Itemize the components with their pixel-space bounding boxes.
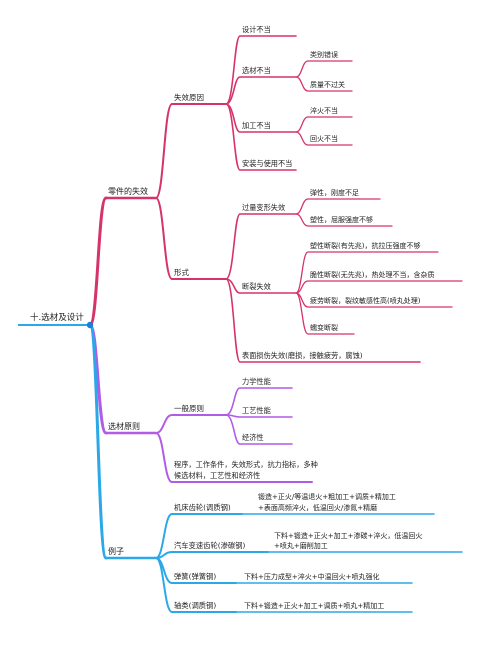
node-examples[interactable]: 例子 bbox=[108, 546, 124, 556]
root-node[interactable]: 十.选材及设计 bbox=[18, 312, 94, 329]
root-dot bbox=[86, 321, 94, 329]
node-wrong-category[interactable]: 类别错误 bbox=[310, 50, 338, 59]
node-failure-causes[interactable]: 失效原因 bbox=[174, 92, 204, 102]
node-improper-install[interactable]: 安装与使用不当 bbox=[242, 159, 292, 168]
node-creep-fracture[interactable]: 蠕变断裂 bbox=[310, 323, 338, 332]
node-improper-processing[interactable]: 加工不当 bbox=[242, 121, 271, 130]
node-fracture[interactable]: 断裂失效 bbox=[242, 282, 271, 291]
node-spring[interactable]: 弹簧(弹簧钢) bbox=[174, 572, 216, 581]
node-car-process-line2[interactable]: +喷丸+磨削加工 bbox=[274, 541, 328, 550]
node-improper-temper[interactable]: 回火不当 bbox=[310, 134, 338, 143]
node-shaft[interactable]: 轴类(调质钢) bbox=[174, 601, 216, 610]
node-improper-design[interactable]: 设计不当 bbox=[242, 25, 271, 34]
node-improper-quench[interactable]: 淬火不当 bbox=[310, 106, 338, 115]
node-fatigue-fracture[interactable]: 疲劳断裂，裂纹敏感性高(喷丸处理) bbox=[310, 296, 421, 305]
branch-3-labels: 例子 机床齿轮(调质钢) 锻造+正火/等温退火+粗加工+调质+精加工 +表面高频… bbox=[108, 492, 422, 610]
node-forms[interactable]: 形式 bbox=[174, 267, 189, 277]
node-procedure-line2[interactable]: 候选材料，工艺性和经济性 bbox=[174, 471, 260, 480]
node-procedure-line1[interactable]: 程序，工作条件，失效形式，抗力指标，多种 bbox=[174, 460, 318, 469]
node-brittle-fracture[interactable]: 脆性断裂(无先兆)，热处理不当，含杂质 bbox=[310, 270, 434, 279]
branch-2-labels: 选材原则 一般原则 力学性能 工艺性能 经济性 程序，工作条件，失效形式，抗力指… bbox=[108, 377, 318, 480]
node-ductile-fracture[interactable]: 塑性断裂(有先兆)，抗拉压强度不够 bbox=[310, 241, 420, 250]
node-plastic[interactable]: 塑性，屈服强度不够 bbox=[310, 215, 373, 224]
node-parts-failure[interactable]: 零件的失效 bbox=[108, 186, 148, 196]
root-label: 十.选材及设计 bbox=[30, 312, 84, 323]
node-shaft-process[interactable]: 下料+锻造+正火+加工+调质+喷丸+精加工 bbox=[244, 601, 384, 610]
node-mechanical-props[interactable]: 力学性能 bbox=[242, 377, 271, 386]
node-lathe-process-line1[interactable]: 锻造+正火/等温退火+粗加工+调质+精加工 bbox=[258, 492, 396, 501]
branch-2-connectors bbox=[88, 323, 313, 483]
branch-1-labels: 零件的失效 失效原因 设计不当 选材不当 类别错误 质量不过关 加工不当 淬火不… bbox=[108, 25, 434, 360]
node-selection-principles[interactable]: 选材原则 bbox=[108, 421, 140, 431]
node-poor-quality[interactable]: 质量不过关 bbox=[310, 80, 345, 89]
node-process-props[interactable]: 工艺性能 bbox=[242, 406, 271, 415]
node-lathe-process-line2[interactable]: +表面高频淬火，低温回火/渗氮+精磨 bbox=[258, 503, 377, 512]
node-elastic[interactable]: 弹性，刚度不足 bbox=[310, 188, 359, 197]
node-excess-deformation[interactable]: 过量变形失效 bbox=[242, 203, 285, 212]
node-general-principles[interactable]: 一般原则 bbox=[174, 403, 204, 413]
branch-3-connectors bbox=[88, 323, 463, 613]
node-surface-damage[interactable]: 表面损伤失效(磨损，接触疲劳，腐蚀) bbox=[242, 351, 363, 360]
node-car-process-line1[interactable]: 下料+锻造+正火+加工+渗碳+淬火，低温回火 bbox=[274, 531, 422, 540]
node-car-gear[interactable]: 汽车变速齿轮(渗碳钢) bbox=[174, 541, 246, 550]
branch-1-connectors bbox=[88, 35, 463, 363]
node-improper-material[interactable]: 选材不当 bbox=[242, 66, 271, 75]
node-spring-process[interactable]: 下料+压力成型+淬火+中温回火+喷丸强化 bbox=[244, 572, 379, 581]
node-lathe-gear[interactable]: 机床齿轮(调质钢) bbox=[174, 503, 231, 512]
node-economy[interactable]: 经济性 bbox=[242, 433, 264, 442]
